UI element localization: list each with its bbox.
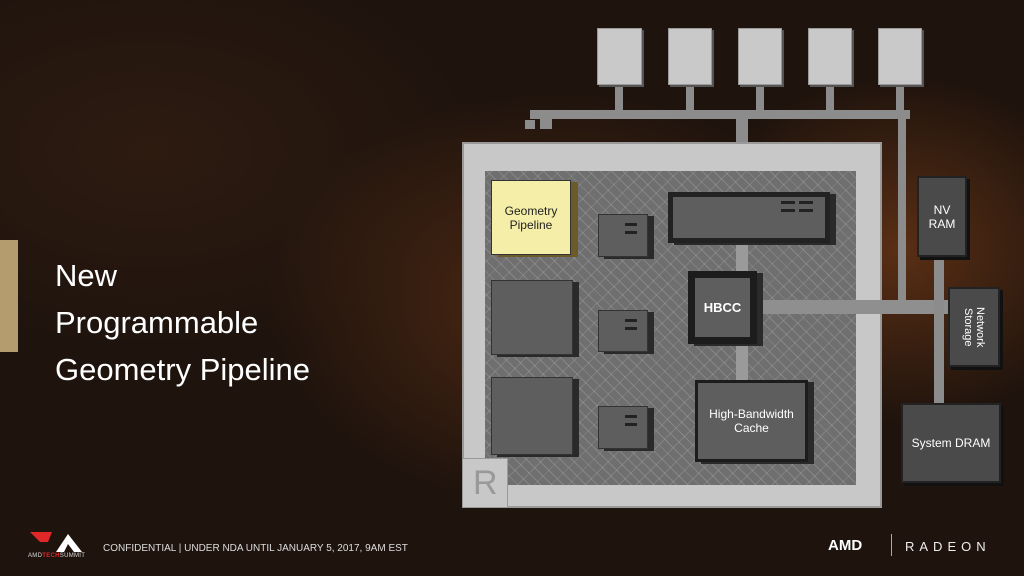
confidential-notice: CONFIDENTIAL | UNDER NDA UNTIL JANUARY 5… [103,543,408,554]
title-line-2: Programmable [55,305,259,340]
geometry-pipeline-block: Geometry Pipeline [491,180,571,255]
amd-tech-summit-logo [30,532,82,552]
compute-block [491,280,573,355]
module-wire [686,85,694,111]
title-line-3: Geometry Pipeline [55,352,311,387]
high-bandwidth-cache-block: High-Bandwidth Cache [695,380,808,462]
title-line-1: New [55,258,118,293]
memory-module [597,28,642,85]
command-processor-block [668,192,830,243]
brand-divider [891,534,892,556]
geometry-pipeline-label: Geometry Pipeline [504,203,558,232]
hbcc-label: HBCC [703,300,742,315]
bus-right [898,118,906,303]
network-storage-label: Network Storage [962,306,986,348]
hbcc-external-link [757,300,948,314]
small-unit [598,310,648,352]
small-unit [598,406,648,449]
network-storage-block: Network Storage [948,287,1000,367]
event-logo-text: AMDTECHSUMMIT [28,553,86,559]
module-wire [615,85,623,111]
hbc-label: High-Bandwidth Cache [709,407,794,435]
slide-title: New Programmable Geometry Pipeline [55,252,310,393]
module-wire [826,85,834,111]
external-memory-bus [934,257,944,405]
hbcc-block: HBCC [688,271,757,344]
nv-ram-block: NV RAM [917,176,967,257]
memory-module [668,28,712,85]
nv-ram-label: NV RAM [928,202,956,231]
system-dram-block: System DRAM [901,403,1001,483]
top-bus [530,110,910,119]
amd-logo: AMD [828,537,863,554]
memory-module [878,28,922,85]
memory-module [808,28,852,85]
bus-stub [525,120,535,129]
system-dram-label: System DRAM [911,436,991,450]
module-wire [896,85,904,111]
accent-bar [0,240,18,352]
compute-block [491,377,573,455]
radeon-corner-mark: R [462,458,508,508]
memory-module [738,28,782,85]
bus-stub [540,118,552,129]
small-unit [598,214,648,257]
radeon-logo: RADEON [905,539,991,554]
module-wire [756,85,764,111]
